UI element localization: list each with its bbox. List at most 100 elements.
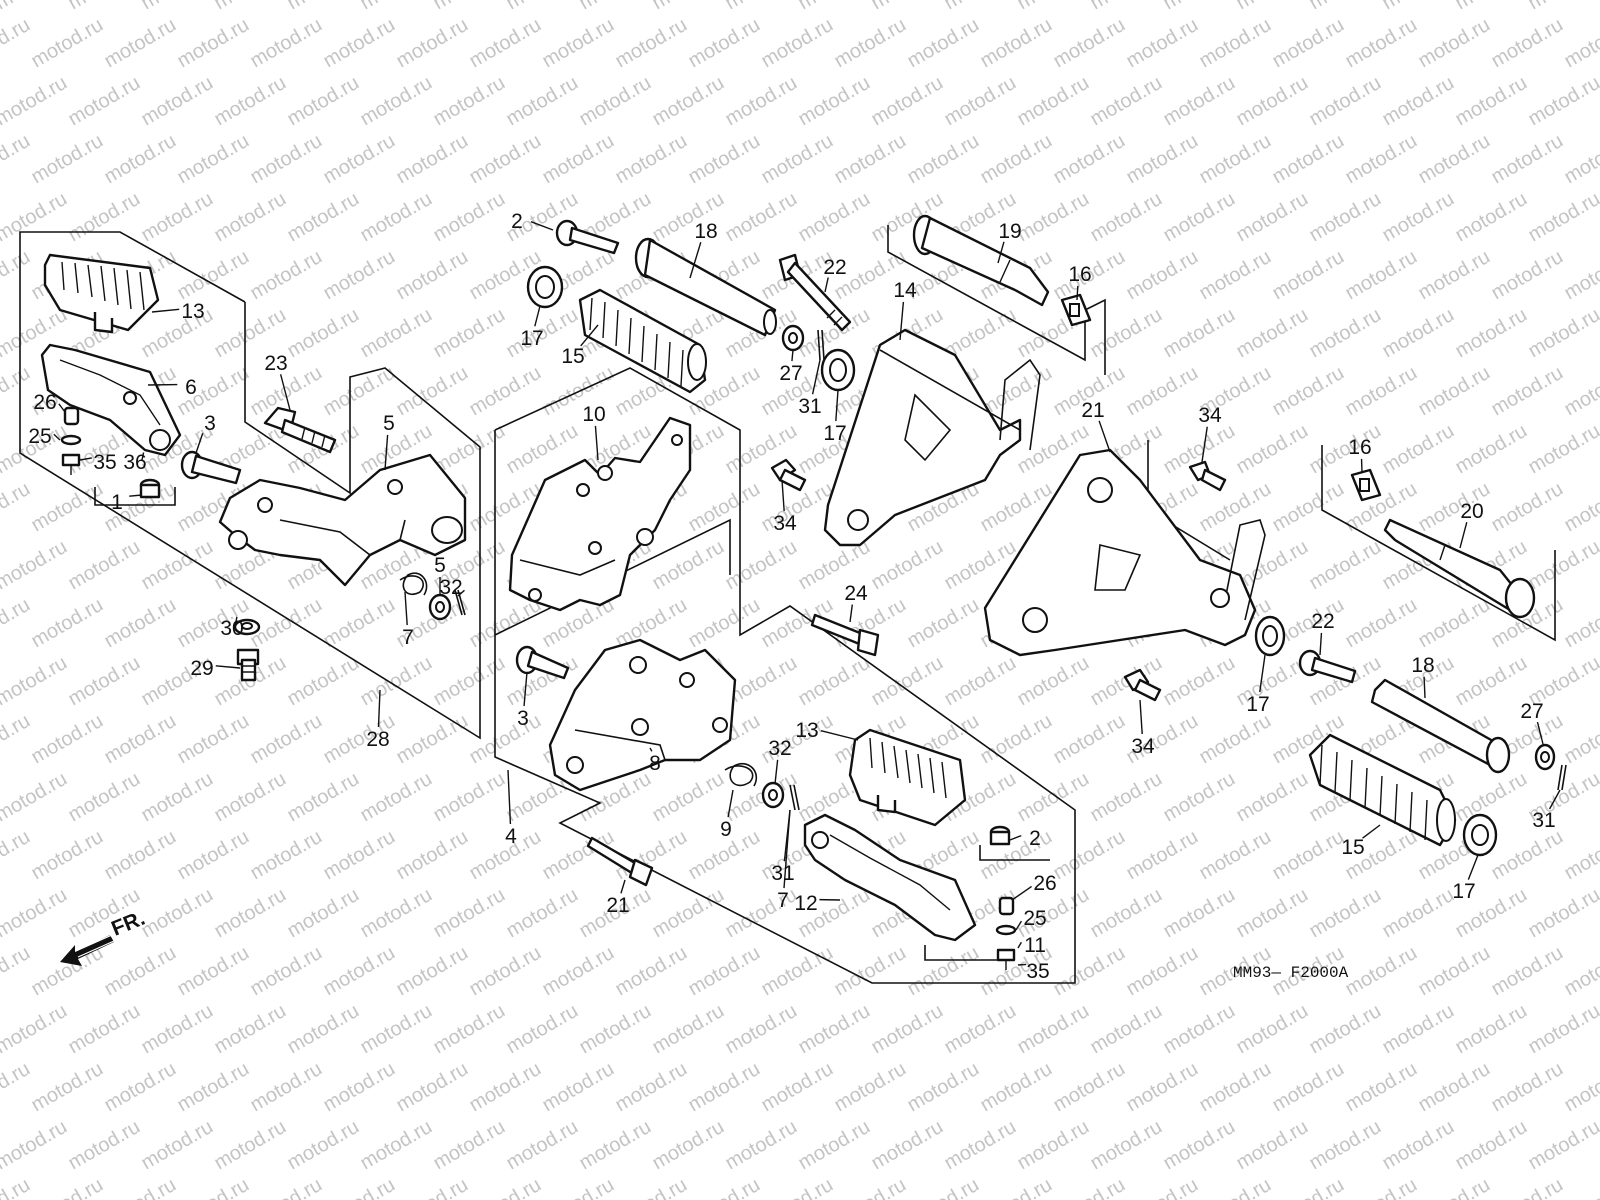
callout-number: 26 [1033, 872, 1056, 895]
part-30-washer-center [761, 781, 785, 809]
leader-line [580, 324, 599, 347]
leader-line [899, 301, 905, 341]
part-34-bolt-center [770, 458, 807, 492]
callout-number: 32 [768, 737, 791, 760]
watermark-text: motod.ru [357, 304, 436, 363]
watermark-text: motod.ru [320, 826, 399, 885]
leader-line [530, 221, 554, 231]
watermark-text: motod.ru [466, 14, 545, 73]
part-28-bolt [236, 648, 260, 682]
watermark-text: motod.ru [1050, 130, 1129, 189]
watermark-text: motod.ru [831, 1174, 910, 1200]
watermark-text: motod.ru [722, 884, 801, 943]
watermark-text: motod.ru [0, 362, 34, 421]
watermark-text: motod.ru [357, 884, 436, 943]
leader-line [79, 457, 92, 461]
watermark-text: motod.ru [1306, 188, 1385, 247]
watermark-text: motod.ru [0, 478, 34, 537]
watermark-text: motod.ru [722, 72, 801, 131]
watermark-text: motod.ru [1415, 1174, 1494, 1200]
watermark-text: motod.ru [430, 884, 509, 943]
watermark-text: motod.ru [1306, 72, 1385, 131]
watermark-text: motod.ru [1087, 1000, 1166, 1059]
watermark-text: motod.ru [284, 652, 363, 711]
watermark-text: motod.ru [1306, 884, 1385, 943]
watermark-text: motod.ru [868, 0, 947, 14]
watermark-text: motod.ru [1379, 884, 1458, 943]
watermark-text: motod.ru [0, 536, 71, 595]
callout-number: 16 [1348, 436, 1371, 459]
part-3-pin-left [180, 450, 242, 485]
watermark-text: motod.ru [1561, 710, 1600, 769]
watermark-text: motod.ru [0, 130, 34, 189]
callout-number: 32 [439, 576, 462, 599]
callout-number: 7 [402, 626, 414, 649]
watermark-text: motod.ru [977, 1174, 1056, 1200]
watermark-text: motod.ru [1342, 1174, 1421, 1200]
leader-line [824, 277, 829, 293]
callout-number: 5 [434, 554, 446, 577]
part-11-footpeg-center [803, 813, 977, 942]
leader-line [1319, 632, 1323, 656]
watermark-text: motod.ru [1014, 72, 1093, 131]
leader-line [234, 616, 238, 628]
watermark-text: motod.ru [1306, 420, 1385, 479]
callout-number: 26 [33, 391, 56, 414]
callout-number: 27 [1520, 700, 1543, 723]
watermark-text: motod.ru [284, 72, 363, 131]
watermark-text: motod.ru [284, 884, 363, 943]
leader-line [1011, 885, 1032, 901]
callout-number: 18 [1411, 654, 1434, 677]
watermark-text: motod.ru [1160, 652, 1239, 711]
watermark-text: motod.ru [211, 1116, 290, 1175]
watermark-text: motod.ru [211, 188, 290, 247]
watermark-text: motod.ru [1452, 188, 1531, 247]
watermark-text: motod.ru [1488, 478, 1567, 537]
part-26-25-35-hardware-left [60, 406, 82, 475]
leader-line [457, 589, 465, 597]
watermark-text: motod.ru [320, 246, 399, 305]
watermark-text: motod.ru [1525, 0, 1600, 14]
watermark-text: motod.ru [722, 0, 801, 14]
watermark-text: motod.ru [101, 130, 180, 189]
watermark-text: motod.ru [941, 652, 1020, 711]
callout-number: 25 [28, 425, 51, 448]
watermark-text: motod.ru [211, 0, 290, 14]
part-14-rear-bracket [823, 328, 1041, 547]
watermark-text: motod.ru [174, 246, 253, 305]
watermark-text: motod.ru [430, 72, 509, 131]
callout-number: 15 [561, 345, 584, 368]
leader-line [523, 671, 528, 707]
watermark-text: motod.ru [685, 1058, 764, 1117]
watermark-text: motod.ru [1087, 0, 1166, 14]
watermark-text: motod.ru [1269, 362, 1348, 421]
watermark-text: motod.ru [211, 768, 290, 827]
callout-number: 28 [366, 728, 389, 751]
watermark-text: motod.ru [247, 826, 326, 885]
watermark-text: motod.ru [1160, 304, 1239, 363]
watermark-text: motod.ru [0, 884, 71, 943]
watermark-text: motod.ru [904, 594, 983, 653]
leader-line [534, 305, 541, 327]
watermark-text: motod.ru [904, 130, 983, 189]
watermark-text: motod.ru [284, 188, 363, 247]
watermark-text: motod.ru [758, 14, 837, 73]
watermark-text: motod.ru [1525, 304, 1600, 363]
part-30-washer-left [428, 593, 452, 621]
watermark-text: motod.ru [685, 14, 764, 73]
watermark-text: motod.ru [0, 188, 71, 247]
watermark-text: motod.ru [247, 246, 326, 305]
watermark-text: motod.ru [1561, 478, 1600, 537]
callout-number: 17 [520, 327, 543, 350]
watermark-text: motod.ru [101, 14, 180, 73]
watermark-text: motod.ru [1160, 72, 1239, 131]
callout-number: 16 [1068, 263, 1091, 286]
watermark-text: motod.ru [503, 884, 582, 943]
watermark-text: motod.ru [1525, 884, 1600, 943]
watermark-text: motod.ru [1160, 884, 1239, 943]
watermark-text: motod.ru [795, 1000, 874, 1059]
leader-line [215, 665, 241, 669]
callout-number: 15 [1341, 836, 1364, 859]
watermark-text: motod.ru [1087, 884, 1166, 943]
leader-line [849, 604, 854, 623]
